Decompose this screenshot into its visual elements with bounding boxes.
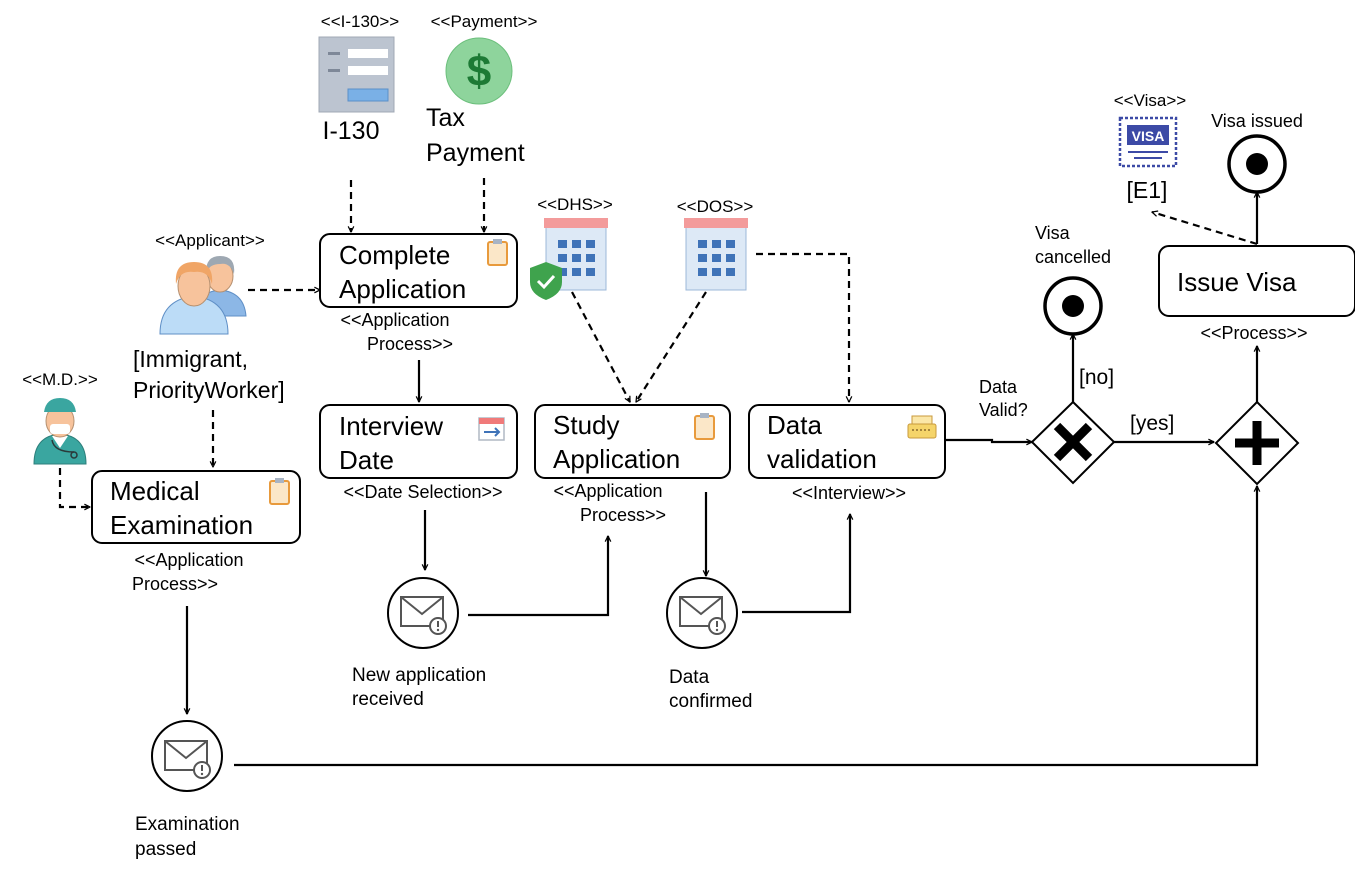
dhs-stereotype: <<DHS>> [537, 195, 613, 214]
i130-stereotype: <<I-130>> [321, 12, 400, 31]
applicant-actor[interactable]: <<Applicant>> [Immigrant, PriorityWorker… [133, 231, 285, 403]
end-event-label: Visa issued [1211, 111, 1303, 131]
task-label-line2: validation [767, 444, 877, 474]
assoc-dos-to-study [635, 291, 707, 402]
gateway-yes-label: [yes] [1130, 412, 1174, 435]
gateway-data-valid[interactable]: Data Valid? [no] [yes] [979, 366, 1174, 485]
calendar-icon [478, 417, 505, 441]
clipboard-icon [694, 413, 715, 440]
visa-stereotype: <<Visa>> [1114, 91, 1187, 110]
task-label: Issue Visa [1177, 267, 1297, 297]
task-stereotype-line1: <<Application [134, 550, 243, 570]
assoc-issue-to-visa [1152, 212, 1258, 246]
envelope-icon [400, 596, 447, 635]
task-data-validation[interactable]: Data validation <<Interview>> [748, 404, 946, 503]
task-label-line2: Application [339, 274, 466, 304]
clipboard-icon [269, 478, 290, 505]
task-stereotype: <<Process>> [1200, 323, 1307, 343]
assoc-dos-to-validation [756, 252, 849, 402]
event-label-line2: received [352, 689, 424, 710]
task-study-application[interactable]: Study Application <<Application Process>… [534, 404, 731, 525]
event-label-line2: confirmed [669, 691, 752, 712]
task-label-line2: Examination [110, 510, 253, 540]
building-shield-icon [530, 218, 608, 300]
md-stereotype: <<M.D.>> [22, 370, 98, 389]
i130-label: I-130 [323, 117, 380, 145]
task-stereotype: <<Date Selection>> [343, 482, 502, 502]
gateway-label-line2: Valid? [979, 400, 1028, 420]
svg-text:VISA: VISA [1132, 128, 1165, 144]
event-label-line1: Examination [135, 814, 240, 835]
form-icon [318, 36, 395, 113]
dos-stereotype: <<DOS>> [677, 197, 754, 216]
envelope-icon [679, 596, 726, 635]
clipboard-icon [487, 239, 508, 266]
payment-stereotype: <<Payment>> [431, 12, 538, 31]
connectors [58, 178, 1258, 767]
building-icon [684, 218, 748, 291]
dollar-icon: $ [445, 37, 513, 105]
task-issue-visa[interactable]: Issue Visa <<Process>> [1158, 245, 1355, 343]
applicant-label-line2: PriorityWorker] [133, 377, 285, 403]
envelope-icon [164, 740, 211, 779]
end-event-visa-issued[interactable]: Visa issued [1211, 111, 1303, 194]
task-stereotype-line1: <<Application [553, 481, 662, 501]
end-event-label-line1: Visa [1035, 223, 1071, 243]
flow-event-to-validation [742, 514, 850, 614]
task-interview-date[interactable]: Interview Date <<Date Selection>> [319, 404, 518, 502]
task-label-line1: Interview [339, 411, 443, 441]
exclusive-x-icon [1053, 422, 1093, 462]
task-label-line1: Medical [110, 476, 200, 506]
task-stereotype-line2: Process>> [580, 505, 666, 525]
task-stereotype-line1: <<Application [340, 310, 449, 330]
flow-event-to-study [468, 536, 608, 617]
visa-card-icon: VISA [1118, 116, 1178, 168]
task-label-line1: Study [553, 410, 620, 440]
typewriter-icon [907, 415, 937, 439]
doctor-icon [33, 398, 87, 465]
payment-artifact[interactable]: <<Payment>> $ Tax Payment [426, 12, 537, 167]
task-label-line1: Data [767, 410, 822, 440]
task-label-line1: Complete [339, 240, 450, 270]
event-new-application[interactable]: New application received [352, 577, 486, 710]
gateway-parallel[interactable] [1214, 400, 1300, 486]
users-icon [159, 256, 247, 335]
gateway-label-line1: Data [979, 377, 1018, 397]
task-stereotype-line2: Process>> [132, 574, 218, 594]
end-event-visa-cancelled[interactable]: Visa cancelled [1035, 223, 1111, 336]
event-label-line1: New application [352, 665, 486, 686]
dhs-actor[interactable]: <<DHS>> [530, 195, 613, 300]
applicant-stereotype: <<Applicant>> [155, 231, 265, 250]
task-label-line2: Date [339, 445, 394, 475]
assoc-dhs-to-study [571, 291, 631, 402]
payment-label-line2: Payment [426, 139, 525, 167]
visa-artifact[interactable]: <<Visa>> VISA [E1] [1114, 91, 1187, 203]
applicant-label-line1: [Immigrant, [133, 346, 248, 372]
event-label-line2: passed [135, 839, 196, 860]
payment-label-line1: Tax [426, 104, 465, 132]
parallel-plus-icon [1235, 421, 1279, 465]
gateway-no-label: [no] [1079, 366, 1114, 389]
md-actor[interactable]: <<M.D.>> [22, 370, 98, 465]
task-medical-examination[interactable]: Medical Examination <<Application Proces… [91, 470, 301, 594]
flow-validation-to-gateway [945, 440, 1032, 442]
svg-text:$: $ [467, 47, 491, 96]
task-label-line2: Application [553, 444, 680, 474]
flow-event-to-parallel [234, 486, 1257, 767]
assoc-md-to-medical [58, 468, 90, 507]
task-complete-application[interactable]: Complete Application <<Application Proce… [319, 233, 518, 354]
task-stereotype: <<Interview>> [792, 483, 906, 503]
i130-artifact[interactable]: <<I-130>> I-130 [318, 12, 400, 145]
event-examination-passed[interactable]: Examination passed [135, 720, 240, 860]
event-data-confirmed[interactable]: Data confirmed [666, 577, 752, 712]
event-label-line1: Data [669, 667, 710, 688]
end-event-label-line2: cancelled [1035, 247, 1111, 267]
visa-label: [E1] [1127, 177, 1168, 203]
task-stereotype-line2: Process>> [367, 334, 453, 354]
dos-actor[interactable]: <<DOS>> [677, 197, 754, 291]
